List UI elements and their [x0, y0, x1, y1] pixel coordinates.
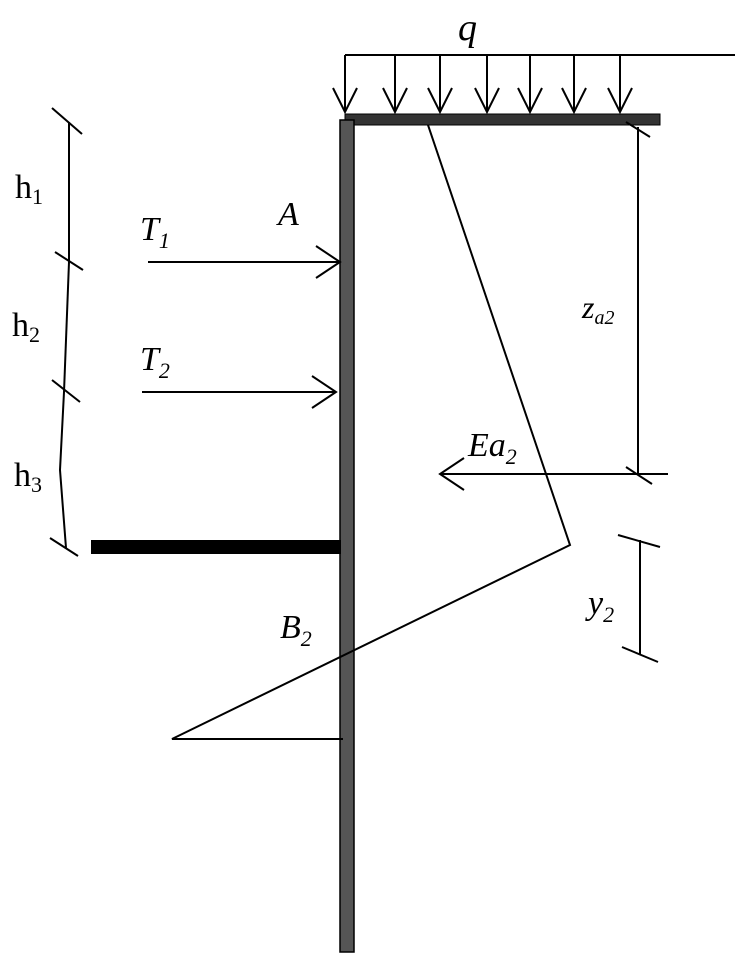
- label-h1: h1: [15, 169, 43, 209]
- surcharge-arrows: [332, 55, 633, 115]
- surcharge-arrow: [474, 55, 500, 115]
- resultant-force-Ea2: [438, 457, 668, 491]
- surcharge-arrow: [517, 55, 543, 115]
- surcharge-arrow: [332, 55, 358, 115]
- anchor-force-T1: [148, 245, 342, 279]
- surcharge-load-q: [332, 54, 735, 115]
- label-h2: h2: [12, 307, 40, 347]
- label-q: q: [458, 7, 477, 49]
- label-A: A: [276, 196, 299, 233]
- surcharge-arrow: [427, 55, 453, 115]
- label-Ea2: Ea2: [467, 427, 517, 469]
- label-T2: T2: [140, 341, 170, 383]
- dimension-y2: [617, 534, 661, 663]
- label-h3: h3: [14, 457, 42, 497]
- label-za2: za2: [581, 289, 614, 329]
- earth-pressure-diagram: [171, 124, 572, 740]
- tick-2: [54, 251, 84, 271]
- tick-4: [49, 537, 79, 557]
- ground-surface-beam: [344, 113, 661, 126]
- sheet-pile-wall: [339, 119, 355, 953]
- anchor-force-T2: [142, 375, 338, 409]
- tick-3: [51, 379, 81, 403]
- dimension-za2: [625, 121, 653, 485]
- dimension-h: [49, 107, 84, 557]
- label-B2: B2: [280, 609, 312, 651]
- surcharge-arrow: [607, 55, 633, 115]
- label-T1: T1: [140, 211, 170, 253]
- surcharge-arrow: [382, 55, 408, 115]
- excavation-bottom: [91, 540, 341, 554]
- label-y2: y2: [585, 585, 614, 627]
- surcharge-arrow: [561, 55, 587, 115]
- tick-1: [51, 107, 83, 135]
